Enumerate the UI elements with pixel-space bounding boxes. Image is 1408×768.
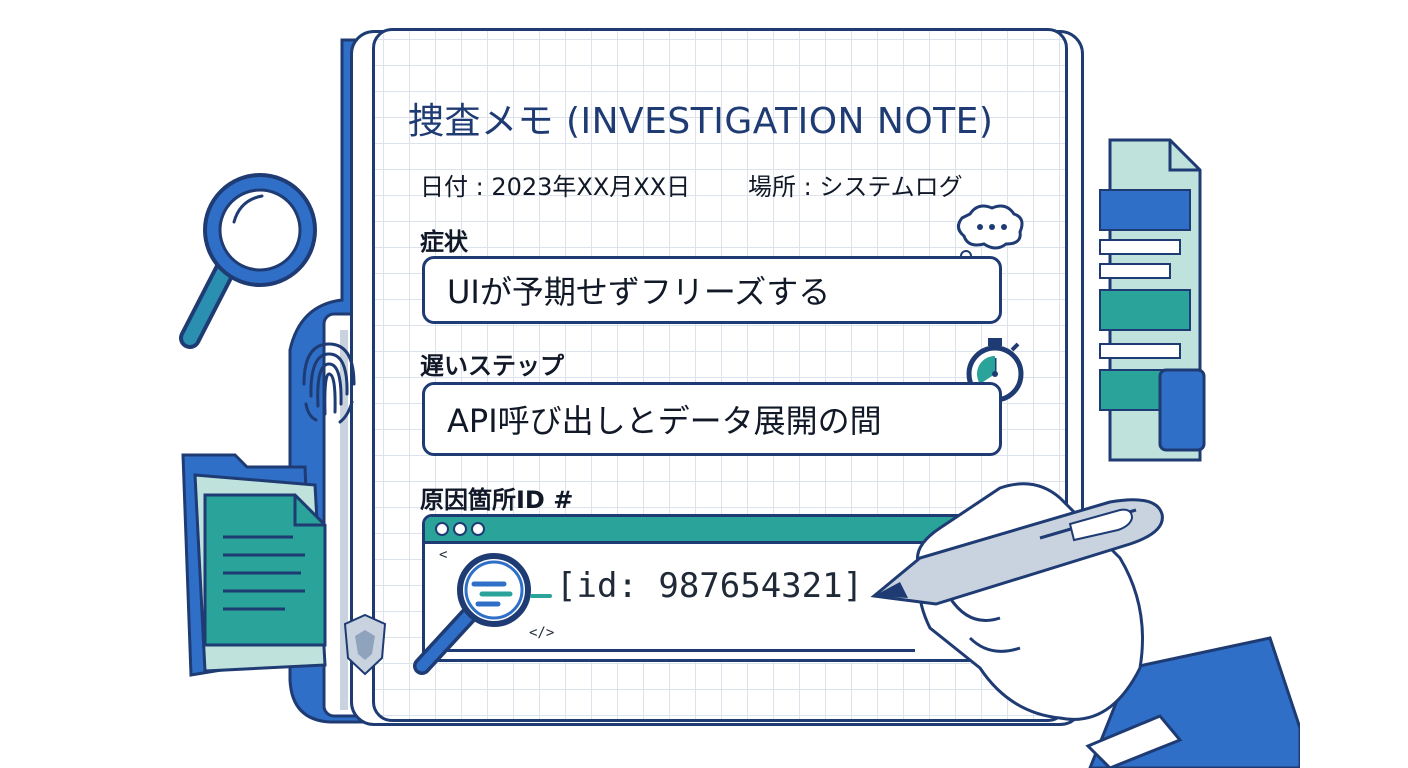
magnifying-glass-icon	[179, 173, 317, 349]
folder-icon	[181, 453, 327, 677]
slow-step-value: API呼び出しとデータ展開の間	[447, 402, 882, 440]
window-dot-icon	[471, 522, 485, 536]
symptom-field: UIが予期せずフリーズする	[422, 256, 1002, 324]
symptom-label: 症状	[420, 228, 468, 256]
cause-id-value: [id: 987654321]	[556, 566, 864, 606]
place-label: 場所 : システムログ	[748, 173, 963, 201]
window-dot-icon	[435, 522, 449, 536]
fingerprint-icon	[302, 342, 356, 424]
document-icon	[1099, 138, 1206, 462]
window-dot-icon	[453, 522, 467, 536]
date-label: 日付 : 2023年XX月XX日	[420, 173, 691, 201]
cause-label: 原因箇所ID #	[420, 486, 574, 514]
code-tag-open: <	[439, 547, 448, 563]
slow-step-label: 遅いステップ	[420, 352, 564, 380]
pen-icon	[870, 498, 1164, 606]
slow-step-field: API呼び出しとデータ展開の間	[422, 382, 1002, 456]
symptom-value: UIが予期せずフリーズする	[447, 273, 831, 311]
badge-icon	[343, 613, 387, 676]
code-tag-close: </>	[529, 625, 555, 641]
note-title: 捜査メモ (INVESTIGATION NOTE)	[408, 101, 994, 142]
magnifying-glass-icon	[413, 553, 552, 675]
code-window-titlebar	[425, 517, 1009, 544]
underline-divider	[435, 649, 915, 652]
